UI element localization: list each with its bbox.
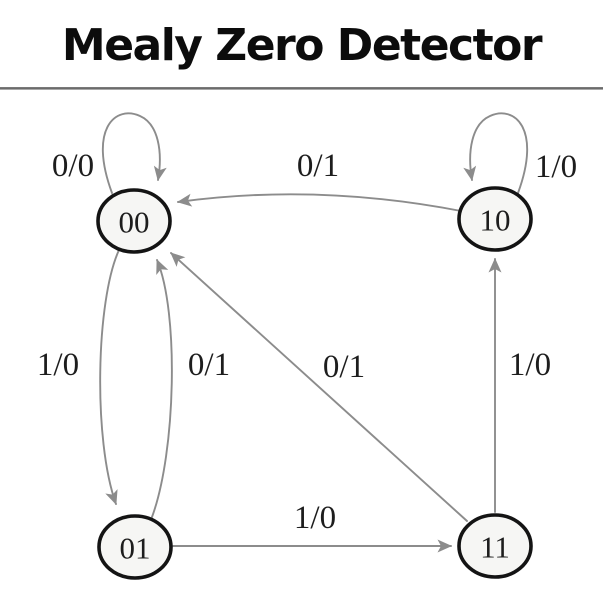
transition-labels: 0/0 1/0 0/1 1/0 0/1 0/1 1/0 1/0 xyxy=(37,148,577,536)
state-01-label: 01 xyxy=(120,531,151,566)
transition-10-to-10-label: 1/0 xyxy=(535,149,577,185)
state-01-circle xyxy=(97,514,173,580)
state-11: 11 xyxy=(457,513,533,579)
state-00-label: 00 xyxy=(119,205,150,240)
state-10-label: 10 xyxy=(480,203,511,238)
page-title: Mealy Zero Detector xyxy=(61,20,543,71)
transition-10-to-10-edge xyxy=(463,112,529,194)
state-10: 10 xyxy=(457,186,533,252)
transition-11-to-00-edge xyxy=(170,252,468,522)
transition-11-to-00-label: 0/1 xyxy=(323,349,365,385)
transition-01-to-00-edge xyxy=(151,259,173,518)
state-nodes: 00 10 01 11 xyxy=(96,186,533,580)
transition-10-to-00-label: 0/1 xyxy=(297,148,339,184)
transition-01-to-00-label: 0/1 xyxy=(188,347,230,383)
transition-00-to-01-edge xyxy=(99,249,120,505)
state-00-circle xyxy=(96,188,172,254)
state-11-label: 11 xyxy=(480,530,510,565)
state-00: 00 xyxy=(96,188,172,254)
transition-10-to-00-edge xyxy=(177,193,462,212)
state-11-circle xyxy=(457,513,533,579)
transition-00-to-01-label: 1/0 xyxy=(37,347,79,383)
transition-11-to-10-label: 1/0 xyxy=(509,347,551,383)
transition-00-to-00-label: 0/0 xyxy=(52,148,94,184)
transition-00-to-00-edge xyxy=(101,112,167,194)
transition-01-to-11-label: 1/0 xyxy=(294,500,336,536)
transition-edges xyxy=(99,112,529,553)
title-divider xyxy=(0,87,603,90)
state-10-circle xyxy=(457,186,533,252)
state-01: 01 xyxy=(97,514,173,580)
